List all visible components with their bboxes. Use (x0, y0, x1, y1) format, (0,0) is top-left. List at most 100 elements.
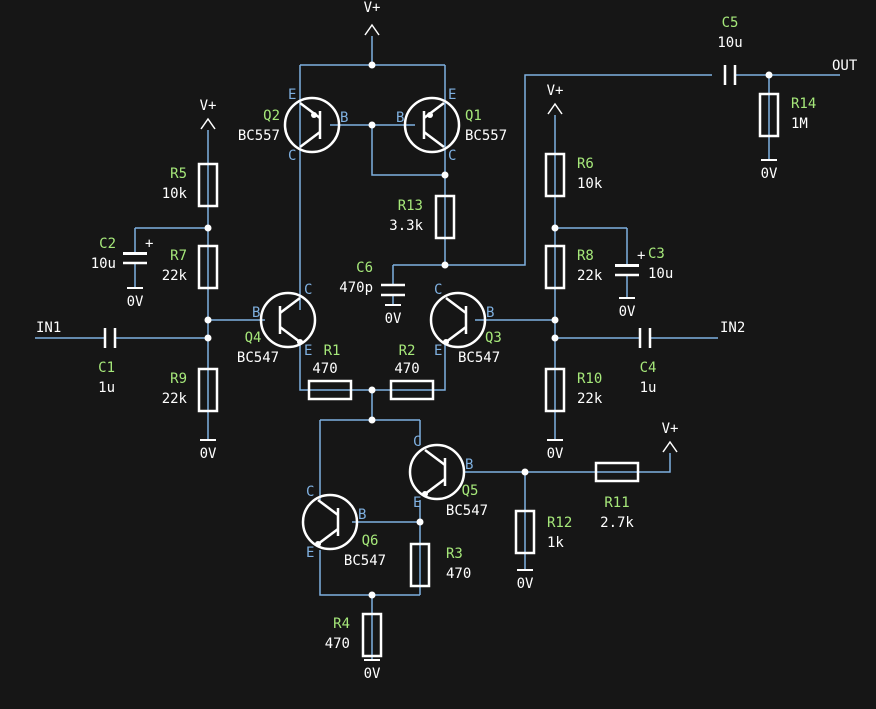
junction-dot (204, 224, 212, 232)
capacitor-c5 (723, 65, 737, 85)
value-q3: BC547 (458, 350, 500, 366)
transistor-q5 (408, 443, 466, 501)
refdes-r2: R2 (399, 343, 416, 359)
value-r3: 470 (446, 566, 471, 582)
value-q2: BC557 (238, 128, 280, 144)
junction-dot (441, 171, 449, 179)
capacitor-c6 (381, 265, 405, 305)
supply-symbol (547, 102, 563, 115)
resistor-r5 (197, 162, 219, 208)
value-r11: 2.7k (600, 515, 634, 531)
value-r8: 22k (577, 268, 603, 284)
junction-dot (368, 121, 376, 129)
ground-label: 0V (517, 576, 534, 592)
resistor-r11 (594, 461, 640, 483)
transistor-q3 (429, 291, 487, 349)
pin-label-emitter: E (288, 87, 296, 103)
junction-dot (204, 316, 212, 324)
refdes-r6: R6 (577, 156, 594, 172)
value-c2: 10u (91, 256, 116, 272)
junction-dots (204, 61, 773, 599)
capacitor-c2 (123, 228, 147, 288)
refdes-q2: Q2 (263, 108, 280, 124)
resistor-r1 (307, 379, 353, 401)
pin-label-base: B (396, 110, 404, 126)
transistor-q4 (259, 291, 317, 349)
junction-dot (416, 518, 424, 526)
supply-label: V+ (200, 98, 217, 114)
refdes-r3: R3 (446, 546, 463, 562)
transistor-q1 (403, 96, 461, 154)
pin-label-collector: C (304, 282, 312, 298)
refdes-c4: C4 (640, 360, 657, 376)
value-q5: BC547 (446, 503, 488, 519)
refdes-r4: R4 (333, 616, 350, 632)
value-c6: 470p (339, 280, 373, 296)
value-r13: 3.3k (389, 218, 423, 234)
pin-label-base: B (252, 305, 260, 321)
refdes-q1: Q1 (465, 108, 482, 124)
polarity-mark: + (637, 248, 645, 264)
pin-label-emitter: E (448, 87, 456, 103)
refdes-r11: R11 (604, 495, 629, 511)
polarity-mark: + (145, 236, 153, 252)
pin-label-collector: C (434, 282, 442, 298)
junction-dot (204, 334, 212, 342)
junction-dot (551, 334, 559, 342)
resistor-r10 (544, 367, 566, 413)
refdes-r14: R14 (791, 96, 816, 112)
pin-label-base: B (486, 305, 494, 321)
output-label: OUT (832, 58, 858, 74)
pin-label-collector: C (448, 148, 456, 164)
ground-label: 0V (761, 166, 778, 182)
refdes-r13: R13 (398, 198, 423, 214)
resistor-r7 (197, 244, 219, 290)
value-r9: 22k (162, 391, 188, 407)
resistor-r6 (544, 152, 566, 198)
transistor-q6 (301, 493, 359, 551)
capacitor-c1 (103, 328, 117, 348)
refdes-r9: R9 (170, 371, 187, 387)
resistor-r2 (389, 379, 435, 401)
refdes-c1: C1 (98, 360, 115, 376)
value-r7: 22k (162, 268, 188, 284)
refdes-r7: R7 (170, 248, 187, 264)
resistor-r12 (514, 509, 536, 555)
refdes-c3: C3 (648, 246, 665, 262)
value-r5: 10k (162, 186, 188, 202)
pin-label-base: B (465, 457, 473, 473)
transistor-q2 (283, 96, 341, 154)
junction-dot (368, 416, 376, 424)
pin-label-emitter: E (434, 343, 442, 359)
capacitor-c4 (638, 328, 652, 348)
pin-label-collector: C (413, 434, 421, 450)
junction-dot (765, 71, 773, 79)
junction-dot (368, 61, 376, 69)
value-q1: BC557 (465, 128, 507, 144)
supply-label: V+ (662, 421, 679, 437)
value-r6: 10k (577, 176, 603, 192)
ground-label: 0V (200, 446, 217, 462)
refdes-r1: R1 (324, 343, 341, 359)
ground-label: 0V (619, 304, 636, 320)
resistor-r3 (409, 542, 431, 588)
value-r4: 470 (325, 636, 350, 652)
value-r1: 470 (312, 361, 337, 377)
value-r2: 470 (394, 361, 419, 377)
labels: R1470R2470R3470R4470R510kR610kR722kR822k… (36, 0, 858, 682)
value-r12: 1k (547, 535, 564, 551)
resistor-r14 (758, 92, 780, 138)
supply-symbol (662, 440, 678, 453)
value-c3: 10u (648, 266, 673, 282)
resistor-r4 (361, 612, 383, 658)
refdes-c5: C5 (722, 15, 739, 31)
supply-symbol (200, 117, 216, 130)
value-c4: 1u (640, 380, 657, 396)
pin-label-base: B (340, 110, 348, 126)
refdes-q6: Q6 (362, 533, 379, 549)
ground-label: 0V (385, 311, 402, 327)
refdes-r8: R8 (577, 248, 594, 264)
refdes-q5: Q5 (462, 483, 479, 499)
supply-label: V+ (364, 0, 381, 16)
